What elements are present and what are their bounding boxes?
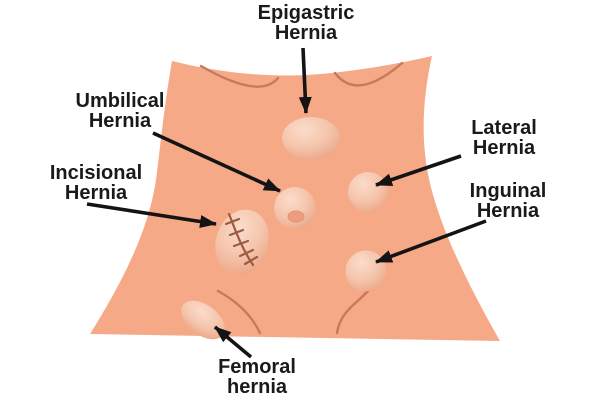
label-line: Hernia bbox=[88, 110, 152, 132]
label-femoral-hernia: Femoral hernia bbox=[218, 357, 296, 397]
label-epigastric-hernia: Epigastric Hernia bbox=[258, 3, 355, 43]
navel-dot bbox=[287, 210, 305, 223]
left-chest-crease bbox=[199, 64, 280, 88]
scar-stitch bbox=[224, 217, 241, 226]
label-umbilical-hernia: Umbilical Hernia bbox=[76, 91, 165, 131]
lateral-hernia-bump bbox=[348, 172, 388, 212]
scar-stitch bbox=[228, 228, 245, 237]
umbilical-hernia-bump bbox=[274, 187, 316, 229]
label-inguinal-hernia: Inguinal Hernia bbox=[470, 181, 547, 221]
label-line: Hernia bbox=[274, 22, 338, 44]
incisional-arrow bbox=[86, 202, 217, 228]
label-incisional-hernia: Incisional Hernia bbox=[50, 163, 142, 203]
label-line: Incisional bbox=[49, 162, 143, 184]
right-chest-crease bbox=[333, 61, 404, 87]
label-line: Inguinal bbox=[469, 180, 547, 202]
scar-stitch bbox=[238, 248, 255, 258]
inguinal-arrow bbox=[375, 219, 487, 264]
right-groin-crease bbox=[335, 289, 370, 335]
inguinal-hernia-bump bbox=[345, 250, 387, 292]
epigastric-hernia-bump bbox=[282, 117, 340, 159]
label-lateral-hernia: Lateral Hernia bbox=[471, 118, 537, 158]
umbilical-arrow bbox=[152, 131, 281, 193]
label-line: Epigastric bbox=[257, 2, 355, 24]
scar-stitch bbox=[232, 239, 250, 248]
label-line: Femoral bbox=[218, 356, 296, 378]
label-line: Hernia bbox=[476, 200, 540, 222]
label-line: Umbilical bbox=[75, 90, 165, 112]
femoral-hernia-bump bbox=[181, 300, 225, 340]
scar-stitch bbox=[243, 255, 259, 266]
surgical-scar bbox=[224, 212, 259, 267]
epigastric-arrow bbox=[298, 47, 312, 114]
label-line: hernia bbox=[226, 376, 288, 398]
label-line: Hernia bbox=[472, 137, 536, 159]
left-groin-crease bbox=[216, 289, 262, 335]
femoral-arrow bbox=[213, 325, 253, 359]
lateral-arrow bbox=[375, 154, 462, 187]
label-line: Hernia bbox=[64, 182, 128, 204]
label-line: Lateral bbox=[471, 117, 537, 139]
